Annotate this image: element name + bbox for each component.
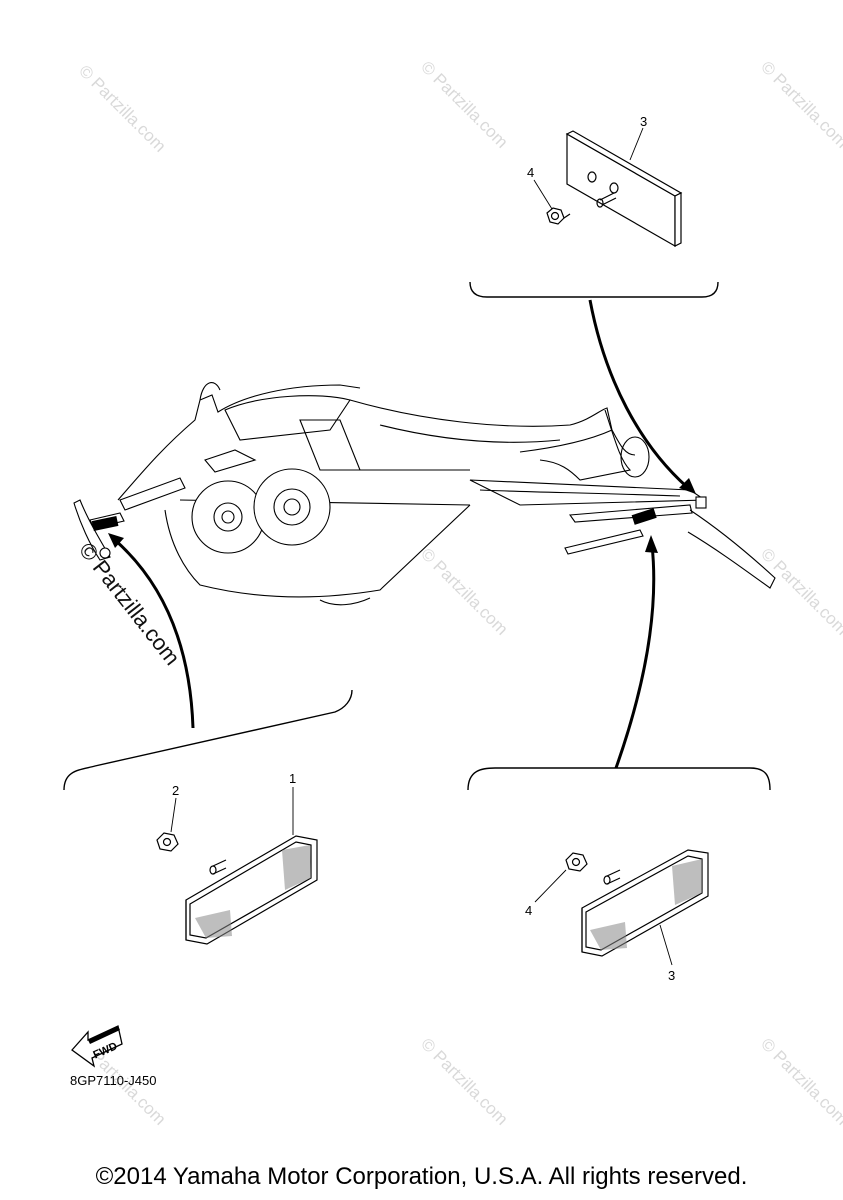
callout-number: 3 <box>668 968 675 983</box>
watermark: © Partzilla.com <box>75 61 169 155</box>
watermark: © Partzilla.com <box>417 544 511 638</box>
watermark-prominent: © Partzilla.com <box>74 538 185 670</box>
rear-lower-nut <box>565 852 588 872</box>
callout-number: 1 <box>289 771 296 786</box>
pointer-arrow <box>588 299 696 494</box>
snowmobile-outline <box>73 382 776 606</box>
watermark: © Partzilla.com <box>417 57 511 151</box>
watermark: © Partzilla.com <box>417 1034 511 1128</box>
watermark: © Partzilla.com <box>757 544 843 638</box>
callout-number: 4 <box>525 903 532 918</box>
drawing-code: 8GP7110-J450 <box>70 1073 157 1088</box>
rear-lower-reflector <box>581 849 709 957</box>
pointer-arrow <box>614 535 658 769</box>
rear-lower-detail <box>467 767 771 966</box>
callout-number: 4 <box>527 165 534 180</box>
watermark: © Partzilla.com <box>757 57 843 151</box>
front-reflector-mark <box>91 515 119 532</box>
rear-upper-reflector-mark <box>695 496 707 509</box>
callout-number: 2 <box>172 783 179 798</box>
rear-upper-nut <box>546 207 571 225</box>
rear-lower-reflector-mark <box>631 508 657 525</box>
front-reflector <box>185 835 318 945</box>
rear-upper-reflector <box>565 130 683 248</box>
pointer-arrow <box>108 533 195 729</box>
top-detail <box>469 127 719 298</box>
copyright-notice: ©2014 Yamaha Motor Corporation, U.S.A. A… <box>95 1163 748 1190</box>
watermark: © Partzilla.com <box>757 1034 843 1128</box>
callout-number: 3 <box>640 114 647 129</box>
front-detail <box>63 689 353 945</box>
watermark-group: © Partzilla.com © Partzilla.com © Partzi… <box>75 57 843 1128</box>
front-nut <box>156 832 179 852</box>
